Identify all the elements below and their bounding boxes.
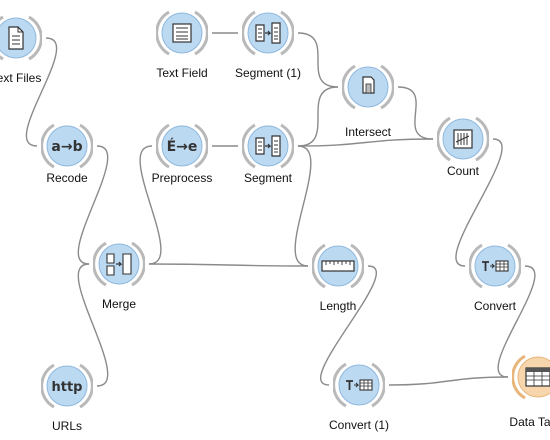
- node-label: Convert (1): [328, 418, 390, 432]
- intersect-icon: [342, 64, 394, 110]
- link-segment-intersect[interactable]: [297, 86, 339, 147]
- url-icon: http: [41, 363, 93, 409]
- merge-icon: [93, 241, 145, 287]
- svg-text:http: http: [52, 380, 83, 395]
- node-label: Segment (1): [234, 66, 302, 80]
- segment-icon: [242, 123, 294, 169]
- link-merge-length[interactable]: [148, 263, 309, 267]
- convert-icon: [333, 362, 385, 408]
- node-label: Count: [446, 164, 480, 178]
- segment-icon: [242, 10, 294, 56]
- node-label: Intersect: [344, 125, 392, 139]
- node-label: Length: [319, 299, 357, 313]
- convert-icon: [469, 243, 521, 289]
- node-label: Recode: [46, 171, 88, 185]
- node-label: Segment: [243, 171, 293, 185]
- node-label: Convert: [473, 299, 517, 313]
- node-label: Preprocess: [151, 171, 213, 185]
- table-icon: [512, 354, 550, 400]
- node-label: Text Field: [156, 66, 208, 80]
- link-recode-merge[interactable]: [77, 145, 109, 265]
- svg-text:É→e: É→e: [167, 138, 198, 155]
- preprocess-icon: É→e: [156, 123, 208, 169]
- node-label: Text Files: [0, 71, 42, 85]
- link-segment1-intersect[interactable]: [297, 32, 339, 88]
- node-label: Data Table: [509, 415, 550, 429]
- link-segment-length[interactable]: [294, 145, 312, 267]
- link-convert-data_table[interactable]: [497, 265, 536, 378]
- node-label: Merge: [101, 297, 136, 311]
- link-intersect-count[interactable]: [397, 86, 434, 140]
- tally-icon: [437, 116, 489, 162]
- link-text_files-recode[interactable]: [25, 37, 58, 147]
- text-lines-icon: [156, 10, 208, 56]
- link-segment-count[interactable]: [297, 138, 434, 147]
- link-convert1-data_table[interactable]: [388, 376, 509, 386]
- svg-text:a→b: a→b: [51, 139, 82, 155]
- link-length-convert1[interactable]: [320, 265, 377, 386]
- ruler-icon: [312, 243, 364, 289]
- node-label: URLs: [51, 419, 82, 433]
- recode-icon: a→b: [41, 123, 93, 169]
- link-urls-merge[interactable]: [77, 263, 109, 387]
- link-merge-preprocess[interactable]: [139, 145, 162, 265]
- link-count-convert[interactable]: [455, 138, 503, 267]
- document-icon: [0, 15, 42, 61]
